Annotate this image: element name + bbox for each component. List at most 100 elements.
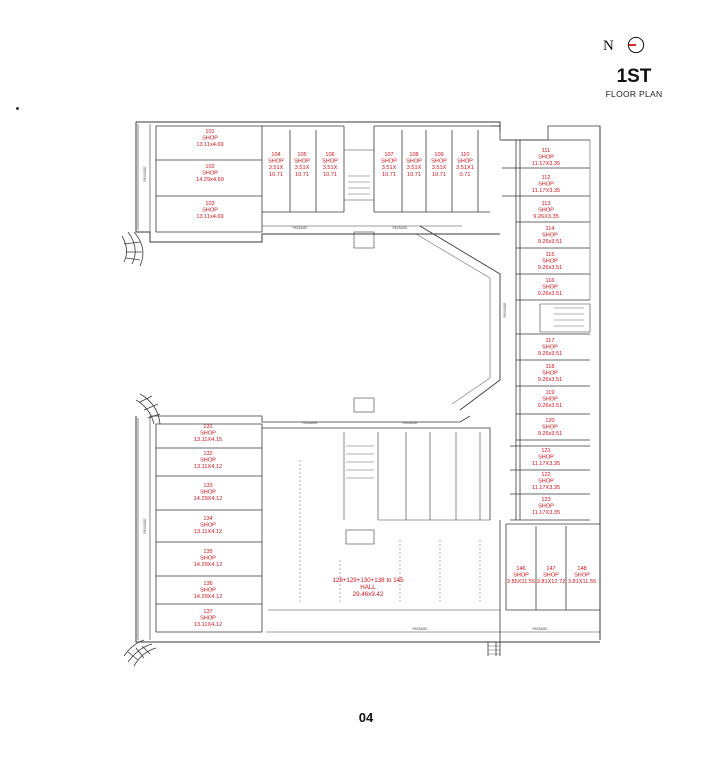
unit-122-label-line1: 122 [541,472,550,478]
unit-111-label-line1: 111 [542,148,551,154]
unit-133-label-line2: SHOP [200,490,216,496]
unit-146-label-line1: 146 [516,566,525,572]
unit-112-label-line1: 112 [542,175,551,181]
unit-135-label-line1: 135 [203,549,212,555]
unit-134-label-line1: 134 [203,516,212,522]
unit-119-label-line2: SHOP [542,397,558,403]
unit-112-label-line3: 11.17X3.35 [532,188,560,194]
north-label: N [603,38,614,54]
unit-106-label-line1: 106 [325,152,334,158]
floor-title: 1ST [616,66,652,87]
unit-115-label-line2: SHOP [542,259,558,265]
unit-109-label-line2: SHOP [431,159,447,165]
unit-111-label-line3: 11.17X3.35 [532,161,560,167]
unit-131-label-line3: 13.11X4.15 [194,437,222,443]
unit-113-label-line2: SHOP [538,208,554,214]
passage-label: PASSAGE [533,627,548,631]
unit-123-label-line1: 123 [541,497,550,503]
unit-120-label-line3: 9.26x3.51 [538,431,563,437]
unit-103-label-line3: 13.11x4.69 [196,214,223,220]
unit-113-label-line3: 9.26X3.35 [533,214,559,220]
unit-103-label-line2: SHOP [202,208,218,214]
unit-136-label-line3: 14.29X4.12 [194,594,223,600]
unit-131-label-line1: 131 [203,424,212,430]
unit-101-label-line3: 13.11x4.69 [196,142,223,148]
unit-137-label-line2: SHOP [200,616,216,622]
unit-107-label-line4: 10.71 [382,172,396,178]
unit-116-label-line2: SHOP [542,285,558,291]
unit-107-label-line1: 107 [384,152,393,158]
unit-110-label-line2: SHOP [457,159,473,165]
unit-147-label-line1: 147 [546,566,555,572]
unit-121-label-line1: 121 [541,448,550,454]
unit-118-label-line1: 118 [546,364,555,370]
passage-label: PASSAGE [393,226,408,230]
compass-icon [627,36,645,54]
unit-132-label-line3: 13.11X4.12 [194,464,222,470]
unit-119-label-line1: 119 [546,390,555,396]
unit-133-label-line3: 14.29X4.12 [194,496,223,502]
unit-104-label-line2: SHOP [268,159,284,165]
unit-121-label-line3: 11.17X3.35 [532,461,560,467]
unit-105-label-line1: 105 [297,152,306,158]
unit-146-label-line2: SHOP [513,573,529,579]
unit-106-label-line3: 3.51X [323,165,338,171]
unit-112-label-line2: SHOP [538,182,554,188]
unit-101-label-line2: SHOP [202,136,218,142]
hall-label-line1: 128+129+130+138 to 145 [332,577,404,584]
unit-148-label-line2: SHOP [574,573,590,579]
unit-133-label-line1: 133 [203,483,212,489]
unit-116-label-line1: 116 [546,278,555,284]
unit-131-label-line2: SHOP [200,431,216,437]
unit-107-label-line2: SHOP [381,159,397,165]
hall-label-line3: 29.46x9.42 [353,591,384,598]
unit-132-label-line2: SHOP [200,458,216,464]
unit-148-label-line1: 148 [577,566,586,572]
unit-148-label-line3: 3.81X11.55 [568,579,596,585]
unit-107-label-line3: 3.51X [382,165,397,171]
unit-108-label-line3: 3.51X [407,165,422,171]
unit-108-label-line1: 108 [409,152,418,158]
passage-label: PASSAGE [413,627,428,631]
passage-label: PASSAGE [503,303,507,318]
unit-103-label-line1: 103 [205,201,214,207]
unit-120-label-line2: SHOP [542,425,558,431]
unit-122-label-line2: SHOP [538,479,554,485]
unit-115-label-line1: 115 [546,252,555,258]
unit-119-label-line3: 9.26x3.51 [538,403,563,409]
unit-116-label-line3: 9.26x3.51 [538,291,563,297]
unit-111-label-line2: SHOP [538,155,554,161]
unit-134-label-line2: SHOP [200,523,216,529]
unit-104-label-line3: 3.51X [269,165,284,171]
passage-label: PASSAGE [303,421,318,425]
unit-136-label-line2: SHOP [200,588,216,594]
passage-label: PASSAGE [143,167,147,182]
unit-106-label-line4: 10.71 [323,172,337,178]
unit-118-label-line3: 9.26x3.51 [538,377,563,383]
unit-123-label-line3: 11.17X3.35 [532,510,560,516]
passage-label: PASSAGE [143,519,147,534]
unit-109-label-line1: 109 [434,152,443,158]
unit-135-label-line2: SHOP [200,556,216,562]
unit-117-label-line1: 117 [546,338,555,344]
page-number: 04 [358,710,374,725]
unit-108-label-line2: SHOP [406,159,422,165]
unit-115-label-line3: 9.26x3.51 [538,265,563,271]
unit-110-label-line3: 3.51X1 [456,165,474,171]
unit-135-label-line3: 14.29X4.12 [194,562,223,568]
unit-134-label-line3: 13.11X4.12 [194,529,222,535]
passage-label: PASSAGE [403,421,418,425]
unit-101-label-line1: 101 [205,129,214,135]
unit-136-label-line1: 136 [203,581,212,587]
unit-110-label-line1: 110 [461,152,470,158]
unit-117-label-line3: 9.26x3.51 [538,351,563,357]
unit-118-label-line2: SHOP [542,371,558,377]
margin-dot [16,107,19,110]
unit-109-label-line4: 10.71 [432,172,446,178]
unit-110-label-line4: 0.71 [460,172,471,178]
unit-104-label-line4: 10.71 [269,172,283,178]
unit-102-label-line2: SHOP [202,171,218,177]
unit-105-label-line2: SHOP [294,159,310,165]
